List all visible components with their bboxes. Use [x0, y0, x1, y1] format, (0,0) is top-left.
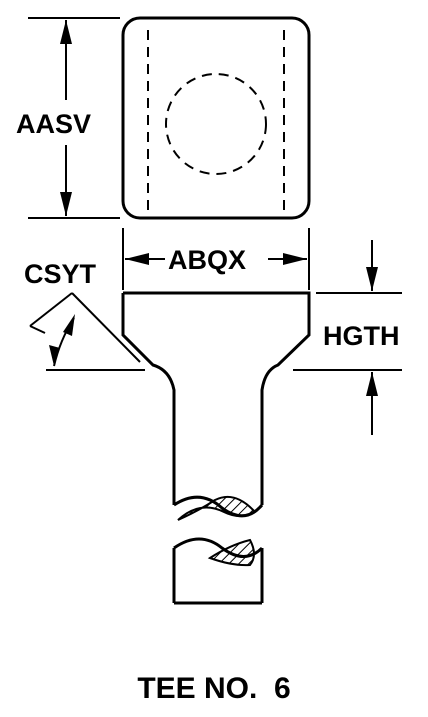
abqx-label: ABQX [168, 245, 246, 275]
abqx-dimension: ABQX [122, 228, 310, 290]
hidden-hole-circle [165, 73, 267, 175]
arrowhead-icon [283, 253, 307, 265]
arrowhead-icon [60, 192, 72, 216]
csyt-label: CSYT [24, 259, 97, 289]
arrowhead-icon [366, 267, 378, 291]
arrowhead-icon [63, 314, 75, 336]
aasv-label: AASV [16, 109, 91, 139]
hgth-dimension: HGTH [293, 240, 402, 435]
arrowhead-icon [60, 20, 72, 44]
side-view [121, 291, 311, 605]
csyt-dimension: CSYT [24, 259, 145, 371]
caption: TEE NO. 6 [137, 672, 290, 705]
arrowhead-icon [49, 345, 60, 366]
hatch-icon [177, 496, 257, 521]
aasv-dimension: AASV [16, 17, 120, 219]
head-top-view [121, 16, 311, 220]
hgth-label: HGTH [323, 321, 400, 351]
arrowhead-icon [125, 253, 149, 265]
hatch-icon [207, 538, 255, 567]
arrowhead-icon [366, 372, 378, 396]
